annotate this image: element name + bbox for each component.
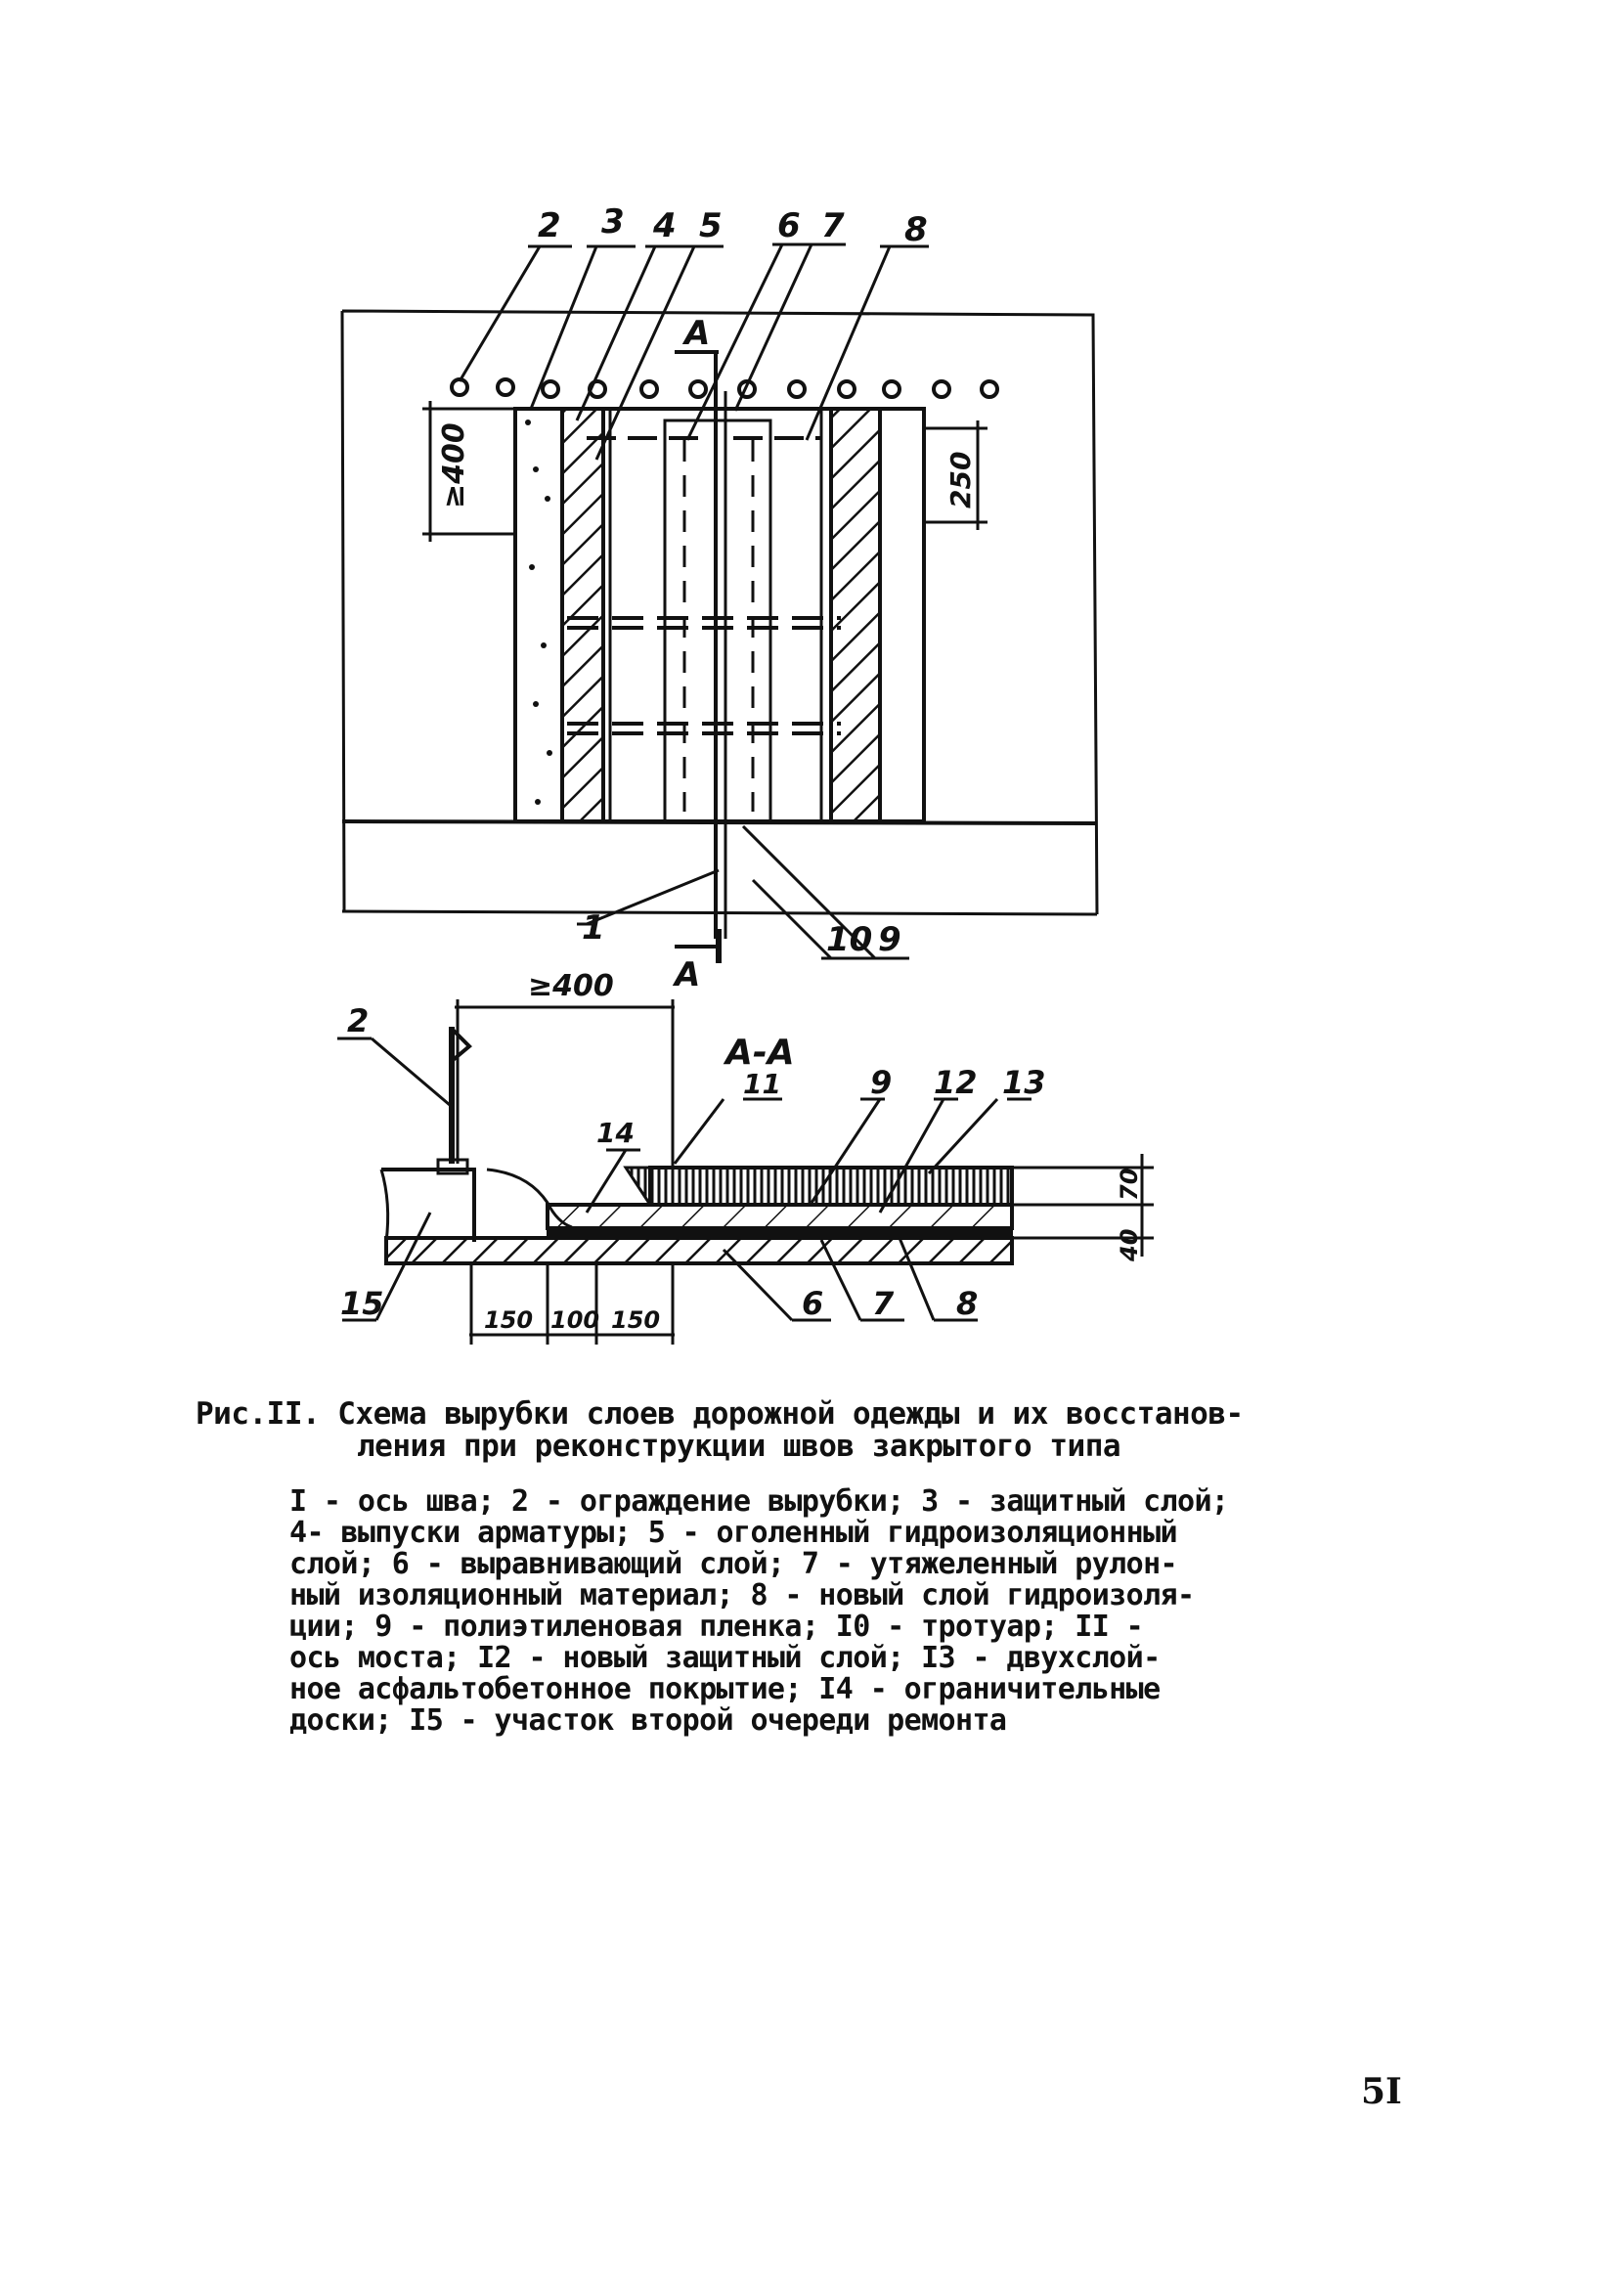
section-label-8: 8 — [956, 1285, 978, 1322]
section-labels: А-А ≥400 2 11 14 9 12 13 15 6 7 8 150 10… — [340, 969, 1143, 1334]
figure-legend: I - ось шва; 2 - ограждение вырубки; 3 -… — [289, 1486, 1384, 1737]
section-mark-bottom: A — [672, 955, 700, 994]
section-dim-top: ≥400 — [528, 969, 614, 1003]
plan-label-7: 7 — [821, 206, 845, 245]
section-label-15: 15 — [340, 1285, 384, 1322]
legend-line: ный изоляционный материал; 8 - новый сло… — [289, 1578, 1195, 1612]
section-dim-100: 100 — [550, 1306, 599, 1334]
plan-labels: 2 3 4 5 6 7 8 A A ≥400 250 1 10 9 — [437, 202, 977, 994]
plan-label-6: 6 — [777, 206, 801, 245]
section-label-12: 12 — [934, 1064, 978, 1101]
plan-label-2: 2 — [538, 206, 561, 245]
plan-dim-right: 250 — [944, 452, 977, 508]
plan-label-1: 1 — [582, 908, 605, 948]
section-label-14: 14 — [596, 1117, 635, 1149]
plan-label-5: 5 — [699, 206, 723, 245]
hatched-strip-left — [560, 407, 605, 823]
legend-line: 4- выпуски арматуры; 5 - оголенный гидро… — [289, 1516, 1178, 1550]
section-dim-150-right: 150 — [611, 1306, 660, 1334]
plan-label-4: 4 — [652, 206, 677, 245]
page-number: 5I — [1361, 2071, 1402, 2112]
plan-label-10: 10 — [826, 920, 872, 959]
section-view — [337, 999, 1154, 1345]
base-slab — [384, 1236, 1014, 1265]
hatched-strip-right — [829, 407, 882, 823]
section-label-9: 9 — [870, 1064, 892, 1101]
plan-label-9: 9 — [878, 920, 901, 959]
caption-line-1: Рис.II. Схема вырубки слоев дорожной оде… — [196, 1396, 1244, 1432]
section-label-11: 11 — [743, 1068, 781, 1100]
section-dim-150-left: 150 — [484, 1306, 533, 1334]
legend-line: ось моста; I2 - новый защитный слой; I3 … — [289, 1641, 1161, 1675]
section-label-2: 2 — [347, 1002, 369, 1039]
plan-view — [340, 243, 1099, 963]
legend-line: ное асфальтобетонное покрытие; I4 - огра… — [289, 1672, 1161, 1706]
caption-line-2: ления при реконструкции швов закрытого т… — [357, 1429, 1121, 1464]
plan-dim-left: ≥400 — [437, 422, 471, 508]
fence-circles — [450, 377, 999, 399]
plan-label-3: 3 — [601, 202, 625, 242]
protective-layer — [546, 1203, 1014, 1230]
legend-line: I - ось шва; 2 - ограждение вырубки; 3 -… — [289, 1484, 1229, 1519]
section-title: А-А — [723, 1033, 795, 1073]
section-label-6: 6 — [802, 1285, 823, 1322]
section-mark-top: A — [681, 314, 710, 353]
plan-slab-outline — [340, 309, 1099, 916]
rebar-lines — [567, 436, 841, 735]
legend-line: доски; I5 - участок второй очереди ремон… — [289, 1703, 1007, 1738]
section-dim-70: 70 — [1116, 1169, 1143, 1201]
plan-label-8: 8 — [904, 210, 928, 249]
legend-line: ции; 9 - полиэтиленовая пленка; I0 - тро… — [289, 1610, 1144, 1644]
figure-caption: Рис.II. Схема вырубки слоев дорожной оде… — [196, 1398, 1369, 1463]
legend-line: слой; 6 - выравнивающий слой; 7 - утяжел… — [289, 1547, 1178, 1581]
section-label-7: 7 — [872, 1285, 895, 1322]
section-dim-40: 40 — [1116, 1229, 1143, 1262]
section-label-13: 13 — [1002, 1064, 1046, 1101]
